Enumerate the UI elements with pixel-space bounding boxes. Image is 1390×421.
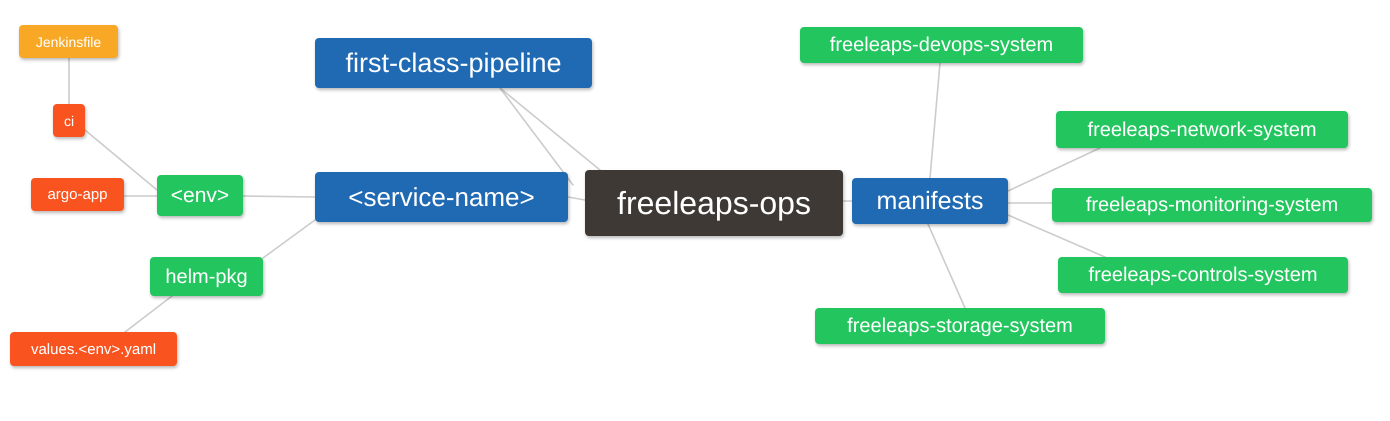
node-freeleaps-devops-system[interactable]: freeleaps-devops-system: [800, 27, 1083, 63]
node-label-freeleaps-monitoring-system: freeleaps-monitoring-system: [1085, 194, 1339, 216]
node-label-freeleaps-controls-system: freeleaps-controls-system: [1088, 264, 1318, 286]
node-helm-pkg[interactable]: helm-pkg: [150, 257, 263, 296]
edge-manifests-to-freeleaps-storage-system: [927, 223, 966, 309]
node-service-name[interactable]: <service-name>: [315, 172, 568, 222]
node-argo-app[interactable]: argo-app: [31, 178, 124, 211]
node-label-service-name: <service-name>: [348, 182, 535, 212]
edge-helm-pkg-to-values-yaml: [124, 295, 173, 333]
node-env[interactable]: <env>: [157, 175, 243, 216]
node-label-values-yaml: values.<env>.yaml: [30, 340, 157, 358]
edge-service-name-to-helm-pkg: [262, 219, 316, 259]
node-label-argo-app: argo-app: [47, 186, 108, 203]
node-label-ci: ci: [63, 112, 75, 129]
node-values-yaml[interactable]: values.<env>.yaml: [10, 332, 177, 366]
node-label-manifests: manifests: [876, 186, 984, 215]
node-label-freeleaps-storage-system: freeleaps-storage-system: [847, 315, 1073, 337]
edge-manifests-to-freeleaps-network-system: [1007, 147, 1101, 192]
node-freeleaps-controls-system[interactable]: freeleaps-controls-system: [1058, 257, 1348, 293]
node-label-helm-pkg: helm-pkg: [165, 265, 248, 288]
node-label-first-class-pipeline: first-class-pipeline: [345, 47, 562, 78]
node-jenkinsfile[interactable]: Jenkinsfile: [19, 25, 118, 58]
node-manifests[interactable]: manifests: [852, 178, 1008, 224]
node-ci[interactable]: ci: [53, 104, 85, 137]
node-freeleaps-storage-system[interactable]: freeleaps-storage-system: [815, 308, 1105, 344]
node-freeleaps-monitoring-system[interactable]: freeleaps-monitoring-system: [1052, 188, 1372, 222]
node-freeleaps-network-system[interactable]: freeleaps-network-system: [1056, 111, 1348, 148]
node-label-jenkinsfile: Jenkinsfile: [35, 33, 102, 50]
node-label-freeleaps-network-system: freeleaps-network-system: [1087, 118, 1317, 141]
node-label-freeleaps-ops: freeleaps-ops: [617, 185, 811, 221]
node-label-freeleaps-devops-system: freeleaps-devops-system: [829, 34, 1054, 56]
node-first-class-pipeline[interactable]: first-class-pipeline: [315, 38, 592, 88]
node-label-env: <env>: [170, 184, 230, 207]
edge-env-to-service-name: [242, 195, 316, 198]
edge-manifests-to-freeleaps-devops-system: [929, 62, 941, 179]
node-freeleaps-ops[interactable]: freeleaps-ops: [585, 170, 843, 236]
edge-first-class-pipeline-to-freeleaps-ops: [499, 87, 601, 171]
edge-service-name-to-first-class-pipeline: [499, 87, 574, 186]
edge-service-name-to-freeleaps-ops: [567, 196, 586, 201]
